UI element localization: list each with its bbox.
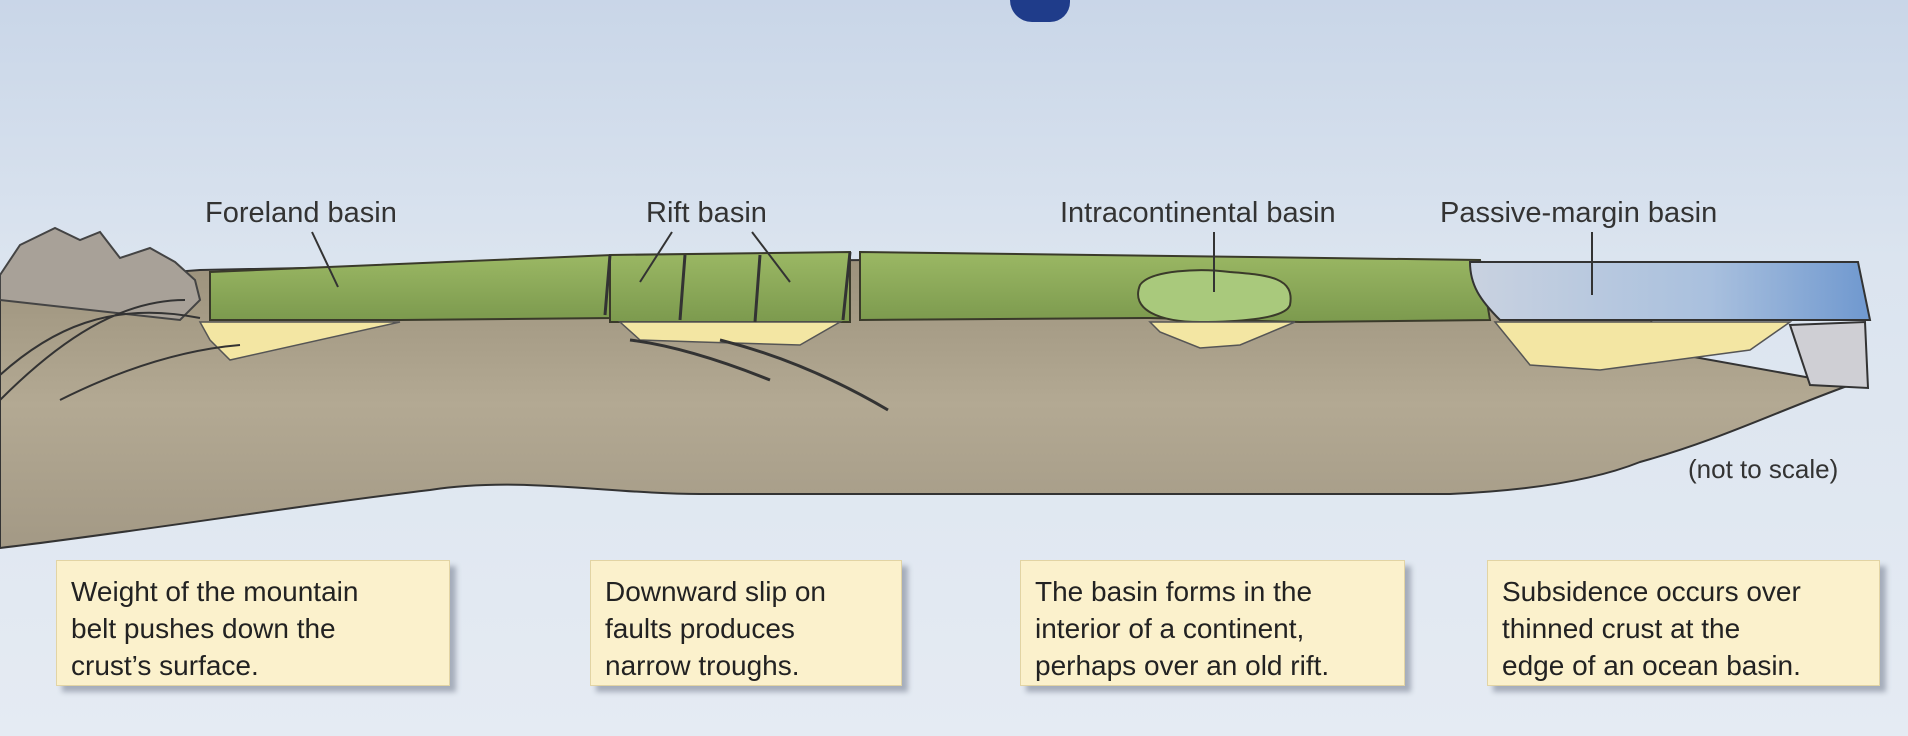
scale-note: (not to scale): [1688, 454, 1838, 484]
crust-body: [0, 258, 1854, 550]
intracontinental-sediment: [1137, 269, 1292, 324]
foreland-sediment: [209, 253, 613, 321]
rift-faults: [603, 251, 889, 412]
label-foreland-basin: Foreland basin: [205, 197, 397, 229]
mountain-belt: [0, 226, 202, 322]
caption-passive-margin: Subsidence occurs over thinned crust at …: [1487, 560, 1880, 686]
caption-line: perhaps over an old rift.: [1035, 650, 1330, 681]
caption-line: Weight of the mountain: [71, 576, 359, 607]
intracontinental-yellow: [1148, 321, 1296, 349]
shelf-edge: [1788, 320, 1870, 390]
caption-line: crust’s surface.: [71, 650, 259, 681]
label-rift-basin: Rift basin: [646, 197, 767, 229]
label-intracontinental-basin: Intracontinental basin: [1060, 197, 1336, 229]
caption-line: belt pushes down the: [71, 613, 336, 644]
caption-line: faults produces: [605, 613, 795, 644]
label-leaders: [311, 231, 1593, 295]
label-passive-margin-basin: Passive-margin basin: [1440, 197, 1717, 229]
caption-intracontinental: The basin forms in the interior of a con…: [1020, 560, 1405, 686]
mountain-thrusts: [0, 299, 241, 401]
caption-line: Downward slip on: [605, 576, 826, 607]
caption-line: interior of a continent,: [1035, 613, 1305, 644]
caption-rift: Downward slip on faults produces narrow …: [590, 560, 902, 686]
foreland-yellow-wedge: [198, 321, 401, 361]
caption-line: Subsidence occurs over: [1502, 576, 1801, 607]
caption-foreland: Weight of the mountain belt pushes down …: [56, 560, 450, 686]
caption-line: The basin forms in the: [1035, 576, 1313, 607]
title-fragment: [1010, 0, 1070, 22]
rift-yellow: [618, 321, 843, 346]
caption-line: thinned crust at the: [1502, 613, 1741, 644]
caption-line: edge of an ocean basin.: [1502, 650, 1801, 681]
ocean-water: [1468, 261, 1872, 321]
rift-sediment: [609, 250, 851, 323]
caption-line: narrow troughs.: [605, 650, 800, 681]
passive-margin-yellow: [1493, 321, 1793, 371]
